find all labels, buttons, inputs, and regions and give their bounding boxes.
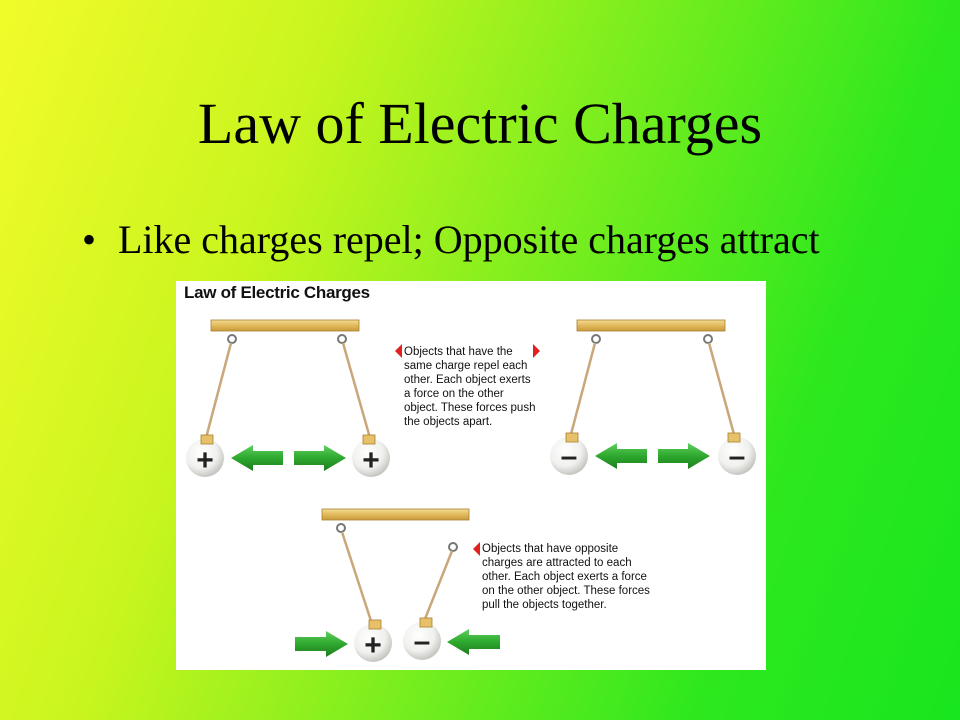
wooden-rod: [576, 319, 726, 332]
right-force-arrow: [295, 631, 348, 657]
charges-diagram: + + – –: [186, 319, 756, 662]
string: [340, 531, 374, 625]
negative-sign: –: [414, 625, 431, 658]
left-force-arrow: [231, 445, 283, 471]
figure-title: Law of Electric Charges: [184, 283, 370, 302]
bullet-dot: •: [82, 217, 97, 262]
hook-icon: [336, 523, 346, 533]
charges-figure: + + – –: [176, 281, 766, 670]
slide-title: Law of Electric Charges: [197, 91, 763, 156]
right-force-arrow: [658, 443, 710, 469]
positive-sign: +: [364, 629, 382, 662]
charged-ball: [186, 439, 224, 477]
tape-tab: [368, 619, 382, 630]
string: [341, 342, 372, 439]
bullet-point: • Like charges repel; Opposite charges at…: [82, 218, 820, 262]
charged-ball: [718, 437, 756, 475]
repel-negative-setup: – –: [550, 319, 756, 475]
left-force-arrow: [447, 629, 500, 655]
positive-sign: +: [196, 444, 214, 477]
charged-ball: [403, 622, 441, 660]
string: [204, 342, 233, 439]
right-pointer-icon: [533, 344, 540, 358]
hook-icon: [448, 542, 458, 552]
tape-tab: [200, 434, 214, 445]
attract-setup: + –: [295, 508, 500, 662]
hook-icon: [337, 334, 347, 344]
repel-caption: Objects that have the same charge repel …: [404, 346, 536, 428]
hook-icon: [227, 334, 237, 344]
bullet-text: Like charges repel; Opposite charges att…: [118, 217, 820, 262]
charged-ball: [550, 437, 588, 475]
string: [568, 342, 597, 439]
positive-sign: +: [362, 444, 380, 477]
string: [421, 550, 454, 625]
charged-ball: [352, 439, 390, 477]
repel-positive-setup: + +: [186, 319, 390, 477]
wooden-rod: [321, 508, 470, 521]
tape-tab: [362, 434, 376, 445]
hook-icon: [591, 334, 601, 344]
charged-ball: [354, 624, 392, 662]
left-force-arrow: [595, 443, 647, 469]
wooden-rod: [210, 319, 360, 332]
right-force-arrow: [294, 445, 346, 471]
attract-caption: Objects that have opposite charges are a…: [482, 543, 650, 611]
left-pointer-icon: [395, 344, 402, 358]
negative-sign: –: [561, 440, 578, 473]
left-pointer-icon: [473, 542, 480, 556]
string: [707, 342, 737, 439]
hook-icon: [703, 334, 713, 344]
negative-sign: –: [729, 440, 746, 473]
